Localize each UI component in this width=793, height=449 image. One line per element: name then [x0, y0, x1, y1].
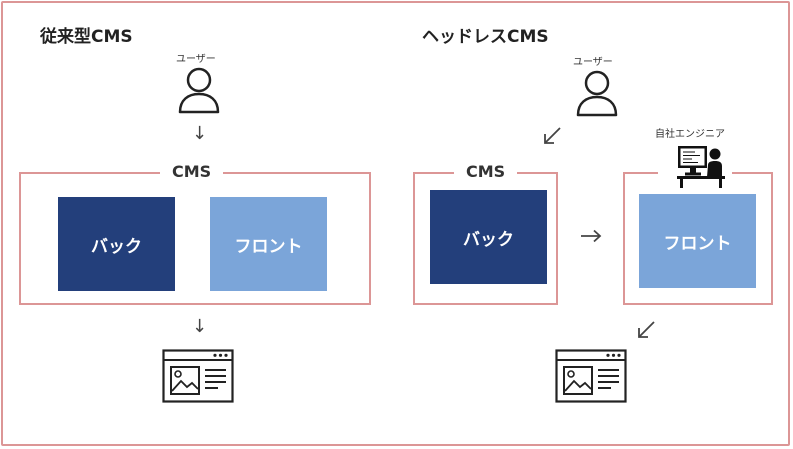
headless-front-block: フロント: [639, 194, 756, 288]
traditional-back-label: バック: [91, 236, 142, 257]
engineer-label: 自社エンジニア: [655, 129, 725, 140]
arrow-right-icon: [579, 229, 603, 243]
arrow-down-icon: ↓: [192, 316, 208, 337]
traditional-front-block: フロント: [210, 197, 327, 291]
traditional-user-label: ユーザー: [176, 54, 216, 65]
headless-front-label: フロント: [663, 233, 732, 254]
traditional-front-label: フロント: [234, 236, 303, 257]
arrow-down-icon: ↓: [192, 123, 208, 144]
arrow-down-left-icon: [635, 319, 657, 341]
traditional-back-block: バック: [58, 197, 175, 291]
headless-cms-label: CMS: [454, 162, 518, 181]
traditional-cms-title: 従来型CMS: [40, 27, 133, 47]
webpage-icon: [162, 349, 234, 403]
user-icon: [177, 66, 221, 114]
headless-back-label: バック: [463, 229, 514, 250]
headless-user-label: ユーザー: [573, 57, 613, 68]
headless-cms-title: ヘッドレスCMS: [422, 27, 549, 47]
headless-back-block: バック: [430, 190, 547, 284]
arrow-down-left-icon: [541, 125, 563, 147]
engineer-computer-icon: [676, 143, 726, 189]
user-icon: [575, 69, 619, 117]
webpage-icon: [555, 349, 627, 403]
traditional-cms-label: CMS: [160, 162, 224, 181]
